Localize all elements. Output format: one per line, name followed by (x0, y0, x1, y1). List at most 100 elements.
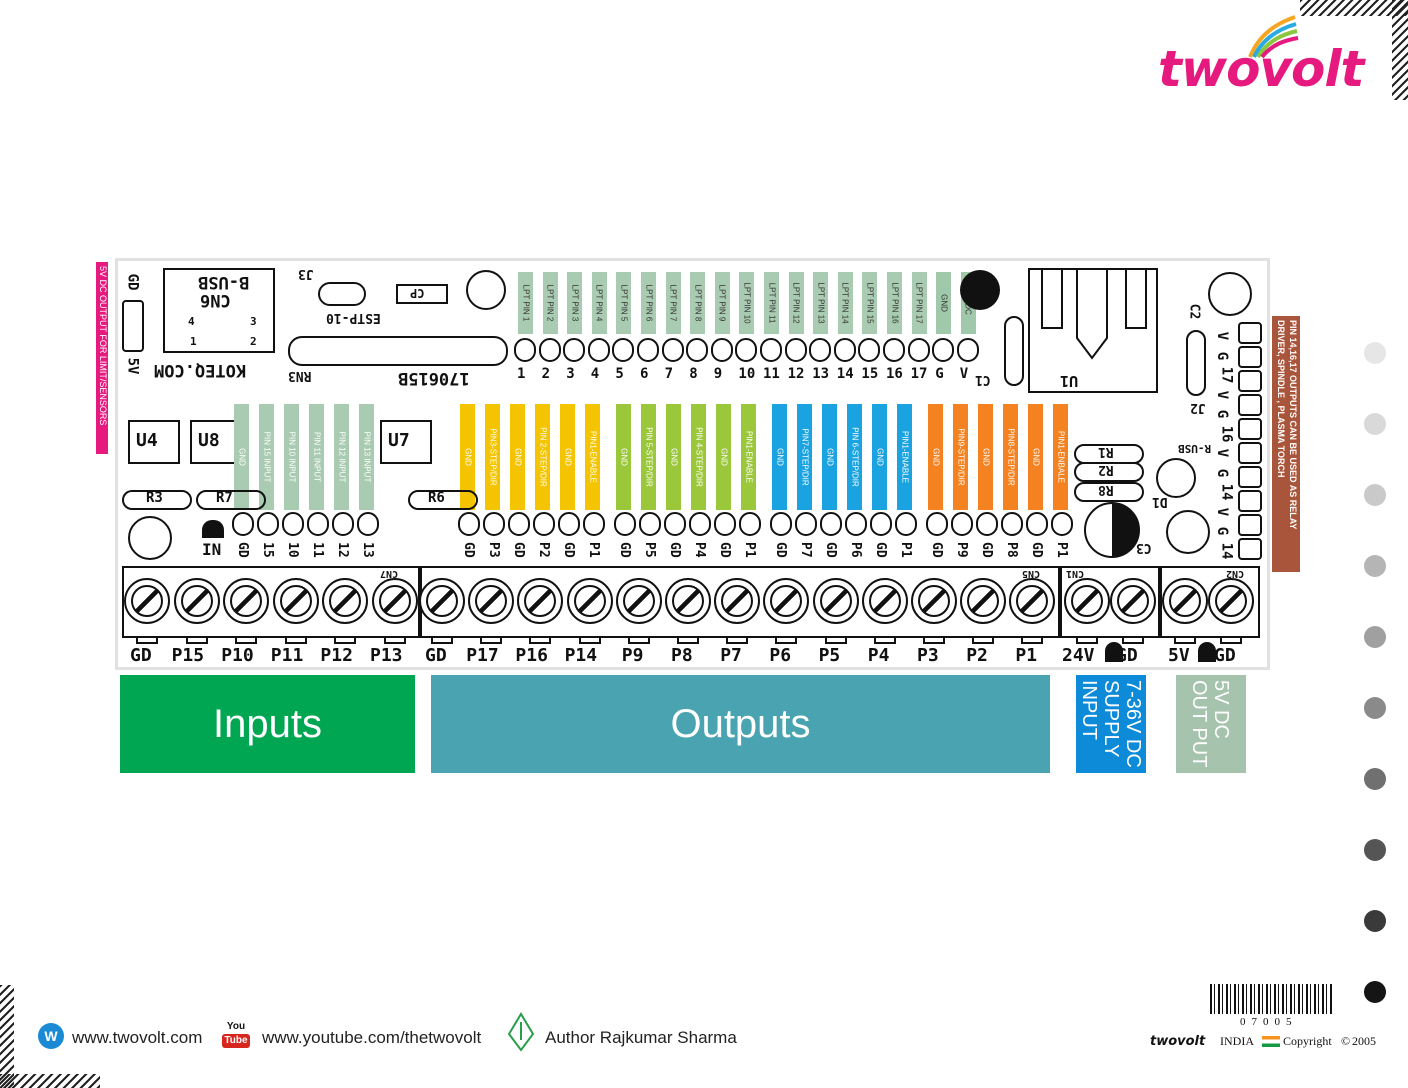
terminal-label: P1 (1015, 645, 1038, 666)
side-dot (1364, 768, 1386, 790)
lpt-pin-label: LPT PIN 9 (714, 272, 730, 334)
lpt-pin-label: LPT PIN 10 (739, 272, 755, 334)
output-pin-label: GND (460, 404, 475, 510)
lpt-header-number: 13 (812, 366, 830, 382)
terminal-screw[interactable] (911, 578, 957, 624)
terminal-screw[interactable] (419, 578, 465, 624)
terminal-screw[interactable] (763, 578, 810, 624)
terminal-screw[interactable] (372, 578, 418, 624)
terminal-screw[interactable] (812, 578, 859, 624)
terminal-screw[interactable] (1009, 578, 1056, 624)
terminal-tab (480, 638, 503, 644)
output-header-pin (1026, 512, 1048, 536)
output-pin-label: PIN8-STEP/DIR (1003, 404, 1018, 510)
output-pin-text: PIN 6-STEP/DIR (850, 427, 859, 487)
terminal-screw[interactable] (566, 578, 613, 624)
output-header-pin (739, 512, 761, 536)
lpt-header-number: 4 (590, 366, 600, 382)
terminal-tab (873, 638, 896, 644)
terminal-label: P6 (769, 645, 792, 666)
youtube-link[interactable]: www.youtube.com/thetwovolt (262, 1028, 482, 1047)
terminal-label: P12 (320, 645, 353, 666)
lpt-pin-text: LPT PIN 12 (791, 282, 801, 324)
c3-capacitor (1084, 502, 1140, 558)
terminal-screw[interactable] (615, 578, 662, 624)
terminal-screw[interactable] (124, 578, 170, 624)
lpt-header-number: 11 (763, 366, 780, 382)
youtube-icon[interactable]: You Tube (222, 1020, 250, 1050)
terminal-screw[interactable] (517, 578, 564, 624)
output-header-label: P1 (898, 542, 913, 558)
lpt-pin-text: LPT PIN 15 (865, 282, 875, 324)
terminal-label: 5V (1168, 645, 1190, 666)
terminal-tab (431, 638, 453, 644)
supply-line2: SUPPLY (1100, 680, 1122, 758)
output-header-pin (614, 512, 636, 536)
right-header-label: G (1214, 409, 1231, 419)
terminal-screw[interactable] (272, 578, 319, 624)
output-header-pin (689, 512, 711, 536)
input-header-pin (332, 512, 354, 536)
terminal-screw[interactable] (173, 578, 220, 624)
side-dot (1364, 697, 1386, 719)
input-pin-text: PIN 10 INPUT (287, 431, 296, 483)
outputs-block: Outputs (431, 675, 1050, 773)
lpt-pin-label: LPT PIN 14 (837, 272, 853, 334)
terminal-tab (1220, 638, 1242, 644)
terminal-screw[interactable] (223, 578, 270, 624)
lpt-pin-label: LPT PIN 17 (911, 272, 927, 334)
terminal-screw[interactable] (1162, 578, 1208, 624)
output-pin-label: GND (616, 404, 631, 510)
lpt-pin-label: LPT PIN 11 (764, 272, 779, 334)
terminal-screw[interactable] (1110, 578, 1156, 624)
barcode (1210, 984, 1332, 1014)
output-pin-text: GND (1031, 448, 1040, 466)
terminal-screw[interactable] (1208, 578, 1254, 624)
lpt-header-pin (784, 338, 807, 362)
input-header-pin (307, 512, 329, 536)
website-icon[interactable]: W (38, 1023, 64, 1049)
terminal-label: P5 (818, 645, 841, 666)
output-header-pin (1051, 512, 1073, 536)
terminal-tab (185, 638, 208, 644)
author-text: Author Rajkumar Sharma (545, 1028, 737, 1047)
terminal-screw[interactable] (322, 578, 369, 624)
output-header-pin (820, 512, 842, 536)
side-dot (1364, 342, 1386, 364)
cn2-terminal-block (1160, 566, 1260, 638)
output-header-label: P4 (692, 542, 707, 558)
right-header-label: G (1214, 526, 1231, 536)
input-pin-label: PIN 10 INPUT (284, 404, 299, 510)
terminal-screw[interactable] (1064, 578, 1110, 624)
output-pin-label: PIN 2-STEP/DIR (535, 404, 550, 510)
j2-label: J2 (1190, 400, 1206, 415)
output-pin-text: GND (875, 448, 884, 466)
lpt-pin-text: LPT PIN 3 (570, 284, 580, 322)
terminal-screw[interactable] (665, 578, 711, 624)
lpt-header-number: G (935, 366, 944, 382)
right-header-label: V (1214, 331, 1231, 341)
lpt-header-pin (809, 338, 832, 362)
terminal-label: P7 (720, 645, 742, 666)
terminal-screw[interactable] (714, 578, 761, 624)
barcode-number: 07005 (1240, 1016, 1298, 1028)
lpt-header-pin (956, 338, 979, 362)
input-pin-text: PIN 11 INPUT (312, 431, 321, 483)
output-header-label: GD (667, 542, 682, 558)
lpt-pin-label: LPT PIN 6 (641, 272, 656, 334)
side-dot (1364, 484, 1386, 506)
output-pin-text: GND (619, 448, 628, 466)
c1-capacitor (1004, 316, 1024, 386)
terminal-screw[interactable] (468, 578, 515, 624)
c2-label: C2 (1186, 303, 1202, 320)
u1-label: U1 (1060, 372, 1079, 390)
terminal-tab (284, 638, 307, 644)
output-header-label: P5 (642, 542, 657, 558)
output-header-pin (845, 512, 867, 536)
terminal-screw[interactable] (960, 578, 1007, 624)
terminal-tab (136, 638, 158, 644)
lpt-header-number: 6 (640, 366, 649, 382)
terminal-screw[interactable] (861, 578, 908, 624)
lpt-pin-text: LPT PIN 9 (717, 284, 727, 322)
website-link[interactable]: www.twovolt.com (72, 1028, 203, 1047)
